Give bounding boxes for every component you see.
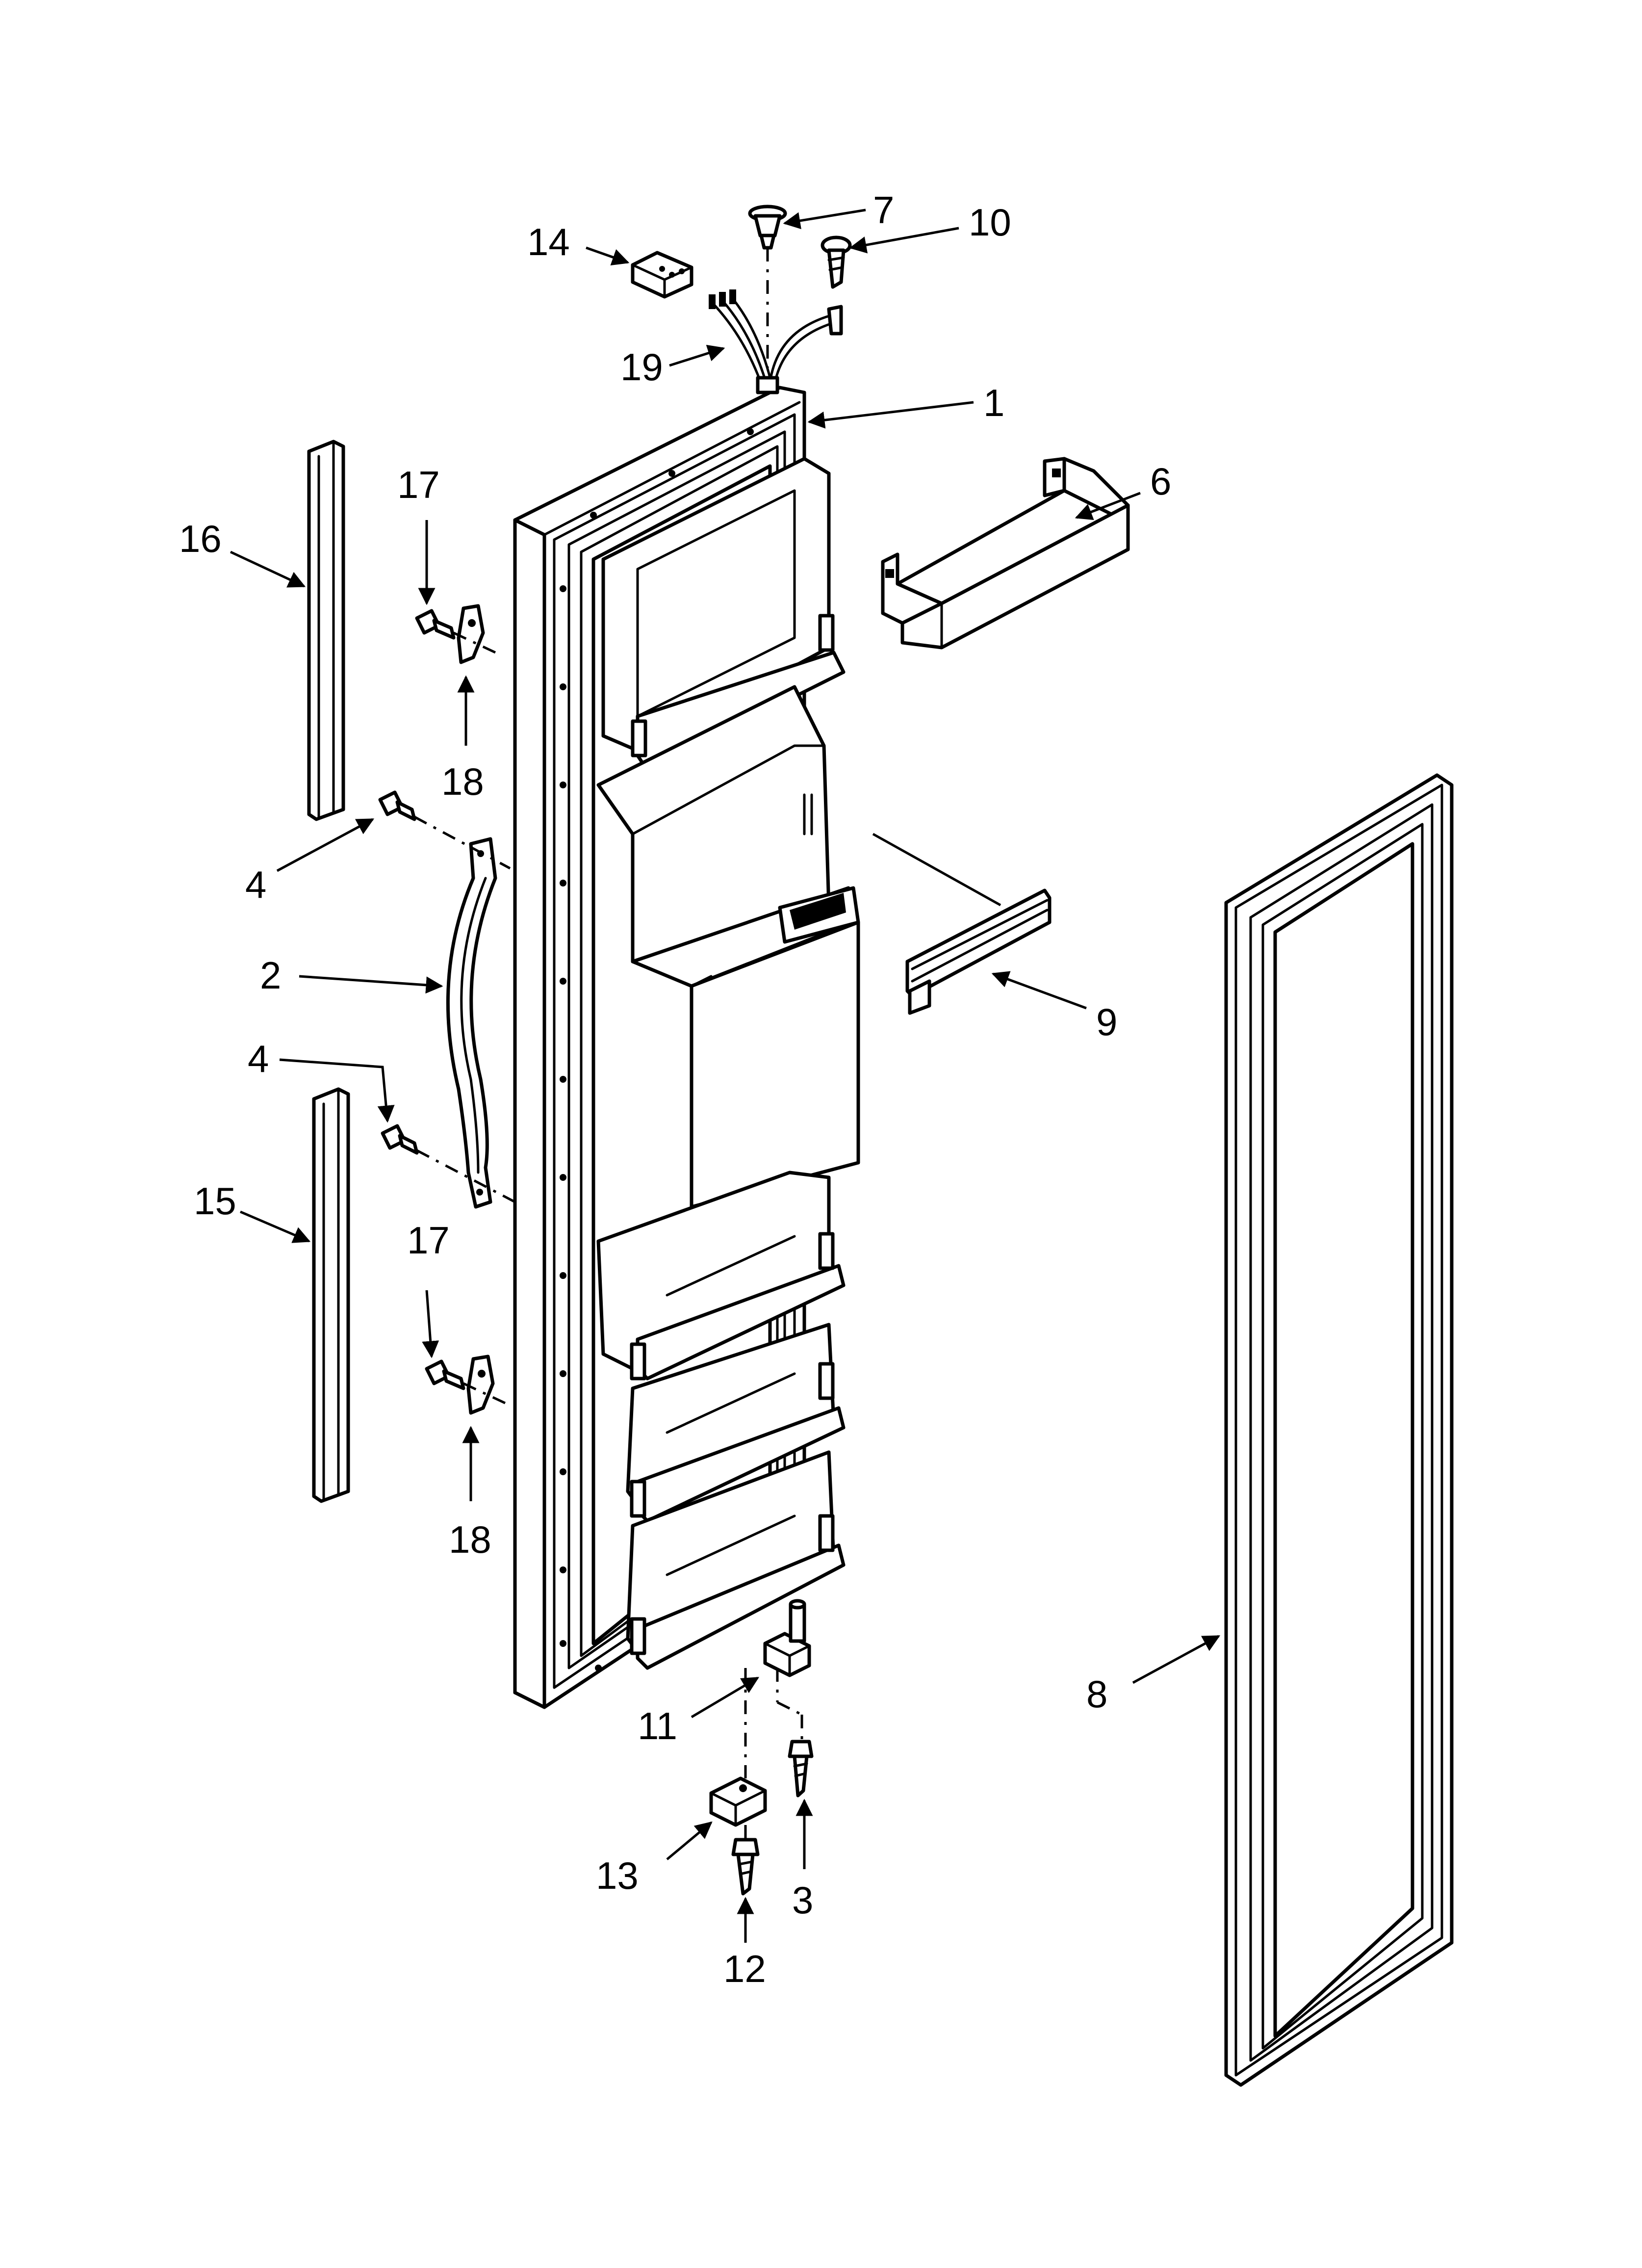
hinge-shim	[709, 1668, 767, 1840]
handle-screw-upper	[378, 790, 511, 870]
callout-14: 14	[527, 220, 570, 263]
callout-3: 3	[792, 1878, 813, 1922]
door-wire-harness	[709, 289, 843, 394]
callout-4-lower: 4	[248, 1037, 269, 1080]
callout-9: 9	[1096, 1000, 1117, 1043]
callout-1: 1	[983, 381, 1004, 424]
callout-18-lower: 18	[449, 1518, 491, 1561]
callout-17-upper: 17	[397, 463, 440, 506]
callout-2: 2	[260, 954, 281, 997]
door-gasket	[1224, 773, 1454, 2087]
breaker-strip-upper	[307, 440, 345, 821]
lower-hinge-pin	[763, 1599, 811, 1742]
hinge-bracket-lower	[425, 1355, 506, 1415]
callout-10: 10	[969, 201, 1011, 244]
door-lower-bins	[596, 1171, 846, 1670]
door-handle	[446, 837, 497, 1209]
callout-4-upper: 4	[245, 863, 266, 906]
door-plug-cap	[748, 205, 787, 368]
door-bin	[881, 457, 1130, 650]
callout-18-upper: 18	[441, 760, 484, 803]
callout-12: 12	[723, 1947, 766, 1990]
shim-screw	[731, 1838, 760, 1896]
dispenser-trim	[872, 833, 1052, 1015]
hinge-screw	[788, 1740, 814, 1798]
breaker-strip-lower	[312, 1087, 350, 1503]
callout-6: 6	[1150, 460, 1171, 503]
door-panel	[513, 386, 860, 1709]
dispenser-cavity	[596, 685, 860, 1209]
callout-11: 11	[638, 1704, 677, 1747]
callout-17-lower: 17	[407, 1219, 450, 1262]
callout-16: 16	[179, 517, 222, 560]
wire-connector	[631, 251, 693, 299]
callout-13: 13	[596, 1854, 639, 1897]
callout-labels: 1 2 3 4 4 6 7 8 9 10 11 12 13 14 15 16 1…	[179, 188, 1171, 1990]
callout-15: 15	[194, 1179, 236, 1223]
door-screw-holes	[560, 428, 754, 1671]
hinge-bracket-upper	[415, 604, 496, 664]
ground-screw	[821, 235, 852, 289]
callout-8: 8	[1086, 1672, 1107, 1716]
handle-screw-lower	[381, 1124, 516, 1203]
leader-lines	[230, 209, 1221, 1943]
callout-7: 7	[873, 188, 894, 232]
callout-19: 19	[620, 345, 663, 389]
